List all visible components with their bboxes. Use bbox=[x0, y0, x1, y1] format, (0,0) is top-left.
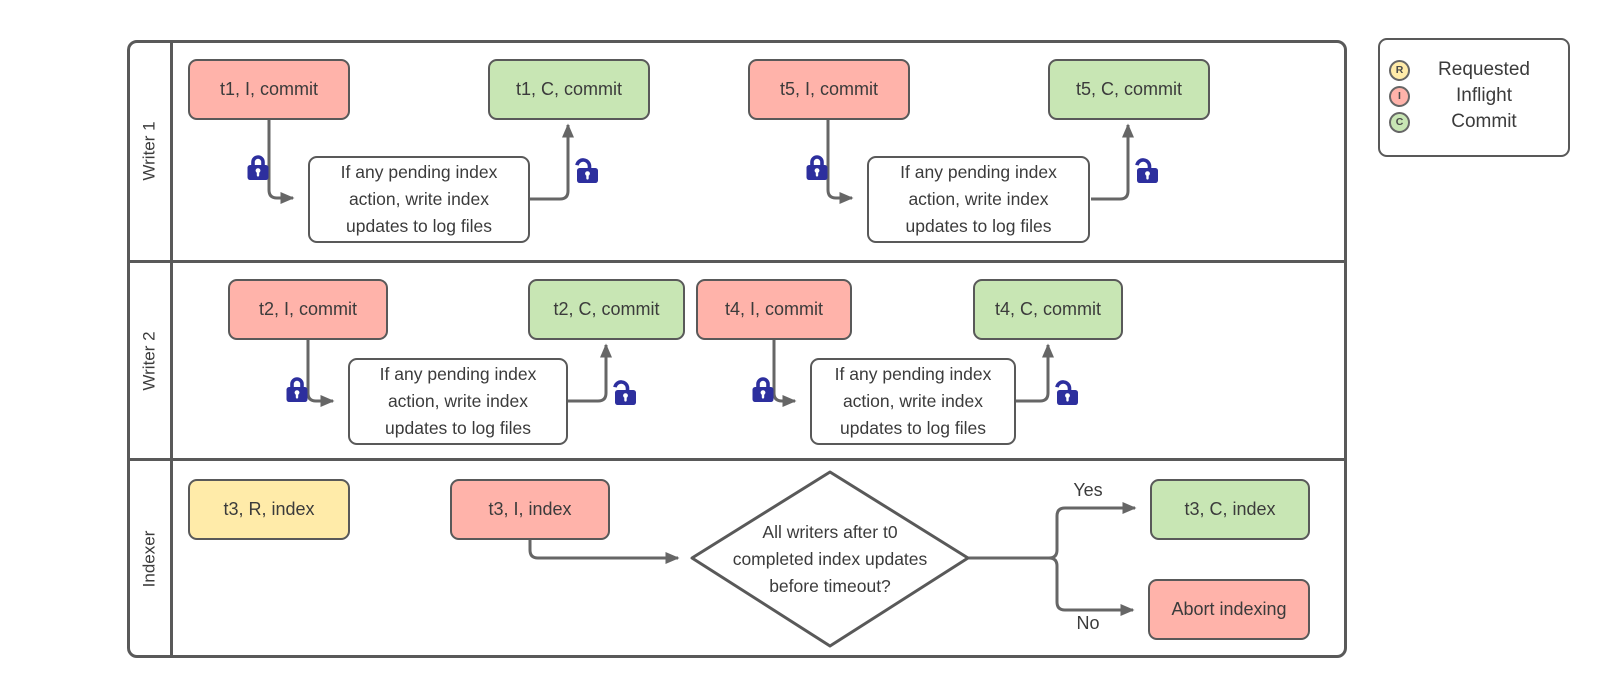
decision-question: All writers after t0 completed index upd… bbox=[732, 521, 928, 596]
edge-no-branch bbox=[1048, 556, 1135, 616]
legend-item-inflight: I Inflight bbox=[1389, 83, 1558, 109]
process-note-writer1-a: If any pending index action, write index… bbox=[308, 156, 530, 243]
node-t2-inflight: t2, I, commit bbox=[228, 279, 388, 340]
node-t3-commit: t3, C, index bbox=[1150, 479, 1310, 540]
edge-note-to-t4c bbox=[1016, 343, 1054, 403]
closed-lock-icon bbox=[806, 155, 828, 180]
node-t3-inflight: t3, I, index bbox=[450, 479, 610, 540]
inflight-badge-icon: I bbox=[1389, 85, 1410, 107]
closed-lock-icon bbox=[752, 377, 774, 402]
process-note-writer2-a: If any pending index action, write index… bbox=[348, 358, 568, 445]
open-lock-icon bbox=[575, 158, 598, 183]
node-t5-inflight: t5, I, commit bbox=[748, 59, 910, 120]
node-t5-commit: t5, C, commit bbox=[1048, 59, 1210, 120]
edge-t3i-to-decision bbox=[528, 540, 680, 564]
decision-diamond bbox=[690, 470, 970, 648]
legend-label-commit: Commit bbox=[1451, 111, 1517, 132]
lane-header-divider bbox=[170, 40, 173, 658]
node-t4-inflight: t4, I, commit bbox=[696, 279, 852, 340]
node-t4-commit: t4, C, commit bbox=[973, 279, 1123, 340]
commit-badge-icon: C bbox=[1389, 111, 1410, 133]
edge-t1i-to-note bbox=[267, 120, 295, 204]
edge-t5i-to-note bbox=[826, 120, 854, 204]
closed-lock-icon bbox=[247, 155, 269, 180]
legend-label-inflight: Inflight bbox=[1456, 85, 1512, 106]
open-lock-icon bbox=[1055, 380, 1078, 405]
edge-t2i-to-note bbox=[306, 340, 335, 407]
edge-note-to-t5c bbox=[1091, 123, 1134, 201]
node-abort-indexing: Abort indexing bbox=[1148, 579, 1310, 640]
lane-divider-1 bbox=[127, 260, 1347, 263]
no-branch-label: No bbox=[1076, 613, 1100, 633]
node-t3-requested: t3, R, index bbox=[188, 479, 350, 540]
yes-branch-label: Yes bbox=[1073, 480, 1103, 500]
open-lock-icon bbox=[613, 380, 636, 405]
edge-note-to-t2c bbox=[568, 343, 612, 403]
node-t1-commit: t1, C, commit bbox=[488, 59, 650, 120]
legend-item-requested: R Requested bbox=[1389, 57, 1558, 83]
edge-note-to-t1c bbox=[530, 123, 574, 201]
edge-yes-branch bbox=[1048, 502, 1137, 560]
process-note-writer1-b: If any pending index action, write index… bbox=[867, 156, 1090, 243]
requested-badge-icon: R bbox=[1389, 59, 1410, 81]
legend-item-commit: C Commit bbox=[1389, 109, 1558, 135]
process-note-writer2-b: If any pending index action, write index… bbox=[810, 358, 1016, 445]
open-lock-icon bbox=[1135, 158, 1158, 183]
edge-t4i-to-note bbox=[772, 340, 797, 407]
lane-divider-2 bbox=[127, 458, 1347, 461]
node-t2-commit: t2, C, commit bbox=[528, 279, 685, 340]
closed-lock-icon bbox=[286, 377, 308, 402]
legend-label-requested: Requested bbox=[1438, 59, 1530, 80]
legend-box: R Requested I Inflight C Commit bbox=[1378, 38, 1570, 157]
node-t1-inflight: t1, I, commit bbox=[188, 59, 350, 120]
